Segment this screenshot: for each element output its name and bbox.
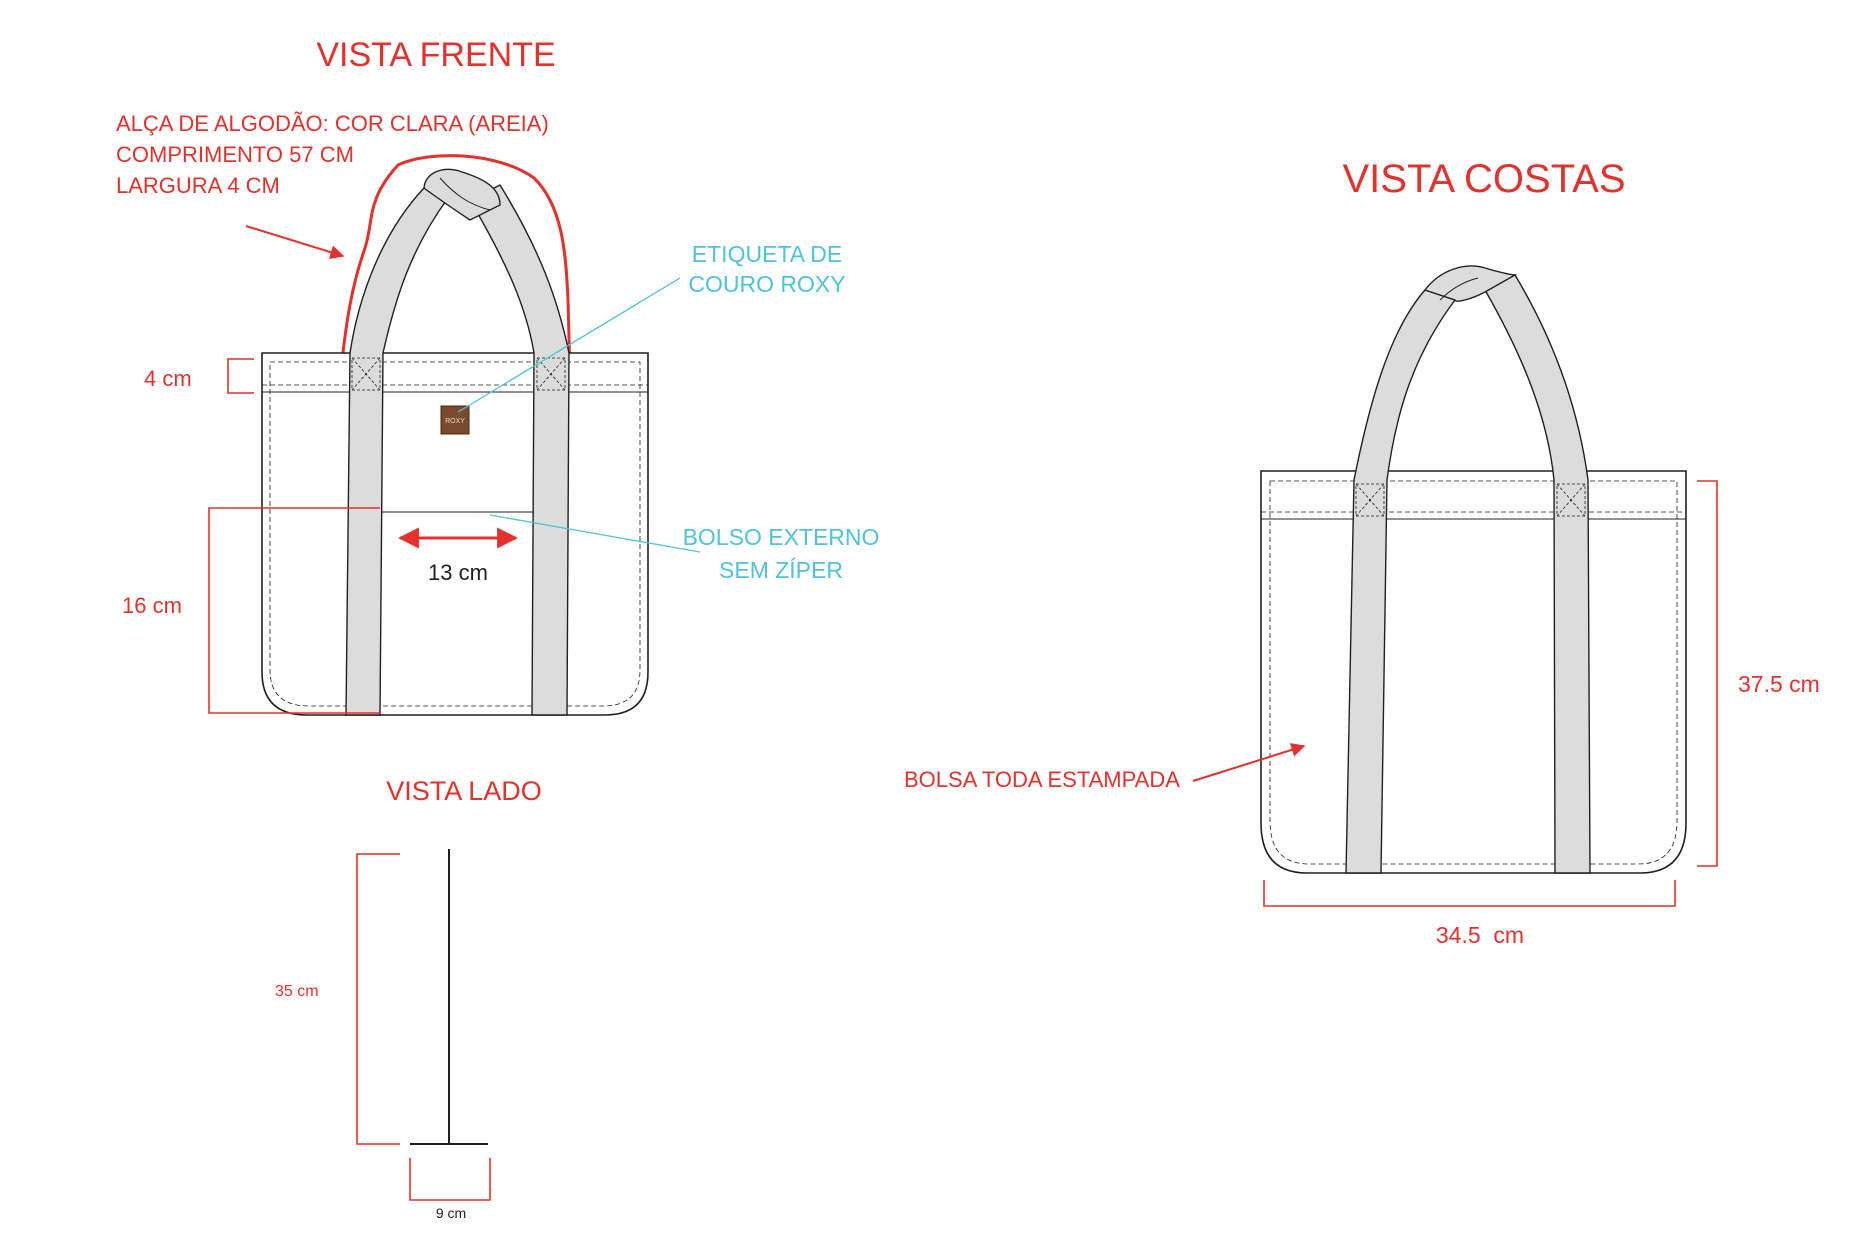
- leather-label-text: ROXY: [445, 418, 465, 425]
- pocket-height-dimension-bracket: [208, 507, 380, 714]
- back-strap-loop: [1423, 265, 1518, 302]
- back-width-dimension: 34.5 cm: [1436, 922, 1524, 948]
- side-view: VISTA LADO 35 cm 9 cm: [275, 776, 542, 1221]
- strap-note-line-3: LARGURA 4 CM: [116, 173, 280, 198]
- back-bag-body: [1260, 470, 1687, 874]
- front-strap-right: [469, 184, 570, 716]
- back-strap-right-x-stitch: [1556, 483, 1586, 517]
- back-height-dimension-bracket: [1697, 480, 1718, 867]
- label-note-leader: [457, 277, 681, 413]
- back-strap-fold: [1439, 277, 1479, 301]
- strap-note-line-1: ALÇA DE ALGODÃO: COR CLARA (AREIA): [116, 111, 549, 136]
- strap-length-curve: [331, 154, 580, 383]
- label-note-line-2: COURO ROXY: [688, 271, 845, 297]
- back-width-dimension-bracket: [1263, 880, 1676, 907]
- back-height-dimension: 37.5 cm: [1738, 671, 1820, 697]
- front-strap-left-x-stitch: [351, 357, 381, 391]
- print-note-arrow: [1192, 743, 1306, 782]
- front-view: VISTA FRENTE ALÇA DE ALGODÃO: COR CLARA …: [116, 36, 880, 716]
- pocket-width-dimension: 13 cm: [428, 560, 488, 585]
- back-strap-left-x-stitch: [1355, 483, 1385, 517]
- side-view-title: VISTA LADO: [386, 776, 542, 806]
- pocket-note-leader: [489, 514, 701, 553]
- side-depth-dimension: 9 cm: [436, 1205, 466, 1221]
- top-band-dimension-bracket: [227, 358, 254, 394]
- front-view-title: VISTA FRENTE: [316, 36, 555, 74]
- strap-note-arrow: [245, 225, 345, 259]
- front-strap-right-x-stitch: [536, 357, 566, 391]
- label-note-line-1: ETIQUETA DE: [692, 241, 842, 267]
- side-height-dimension-bracket: [356, 853, 400, 1145]
- pocket-note-line-1: BOLSO EXTERNO: [683, 524, 880, 550]
- pocket-height-dimension: 16 cm: [122, 593, 182, 618]
- side-height-dimension: 35 cm: [275, 983, 319, 1000]
- leather-label: [440, 405, 470, 435]
- print-note: BOLSA TODA ESTAMPADA: [904, 767, 1180, 792]
- top-band-dimension: 4 cm: [144, 366, 192, 391]
- back-view: VISTA COSTAS BOLSA TODA ESTAMPADA 37.5 c…: [904, 157, 1820, 948]
- front-strap-fold: [439, 177, 491, 211]
- front-bag-stitch: [269, 361, 641, 707]
- pocket-note-line-2: SEM ZÍPER: [719, 557, 843, 583]
- side-depth-dimension-bracket: [409, 1158, 491, 1201]
- back-view-title: VISTA COSTAS: [1342, 157, 1625, 201]
- strap-note-line-2: COMPRIMENTO 57 CM: [116, 142, 354, 167]
